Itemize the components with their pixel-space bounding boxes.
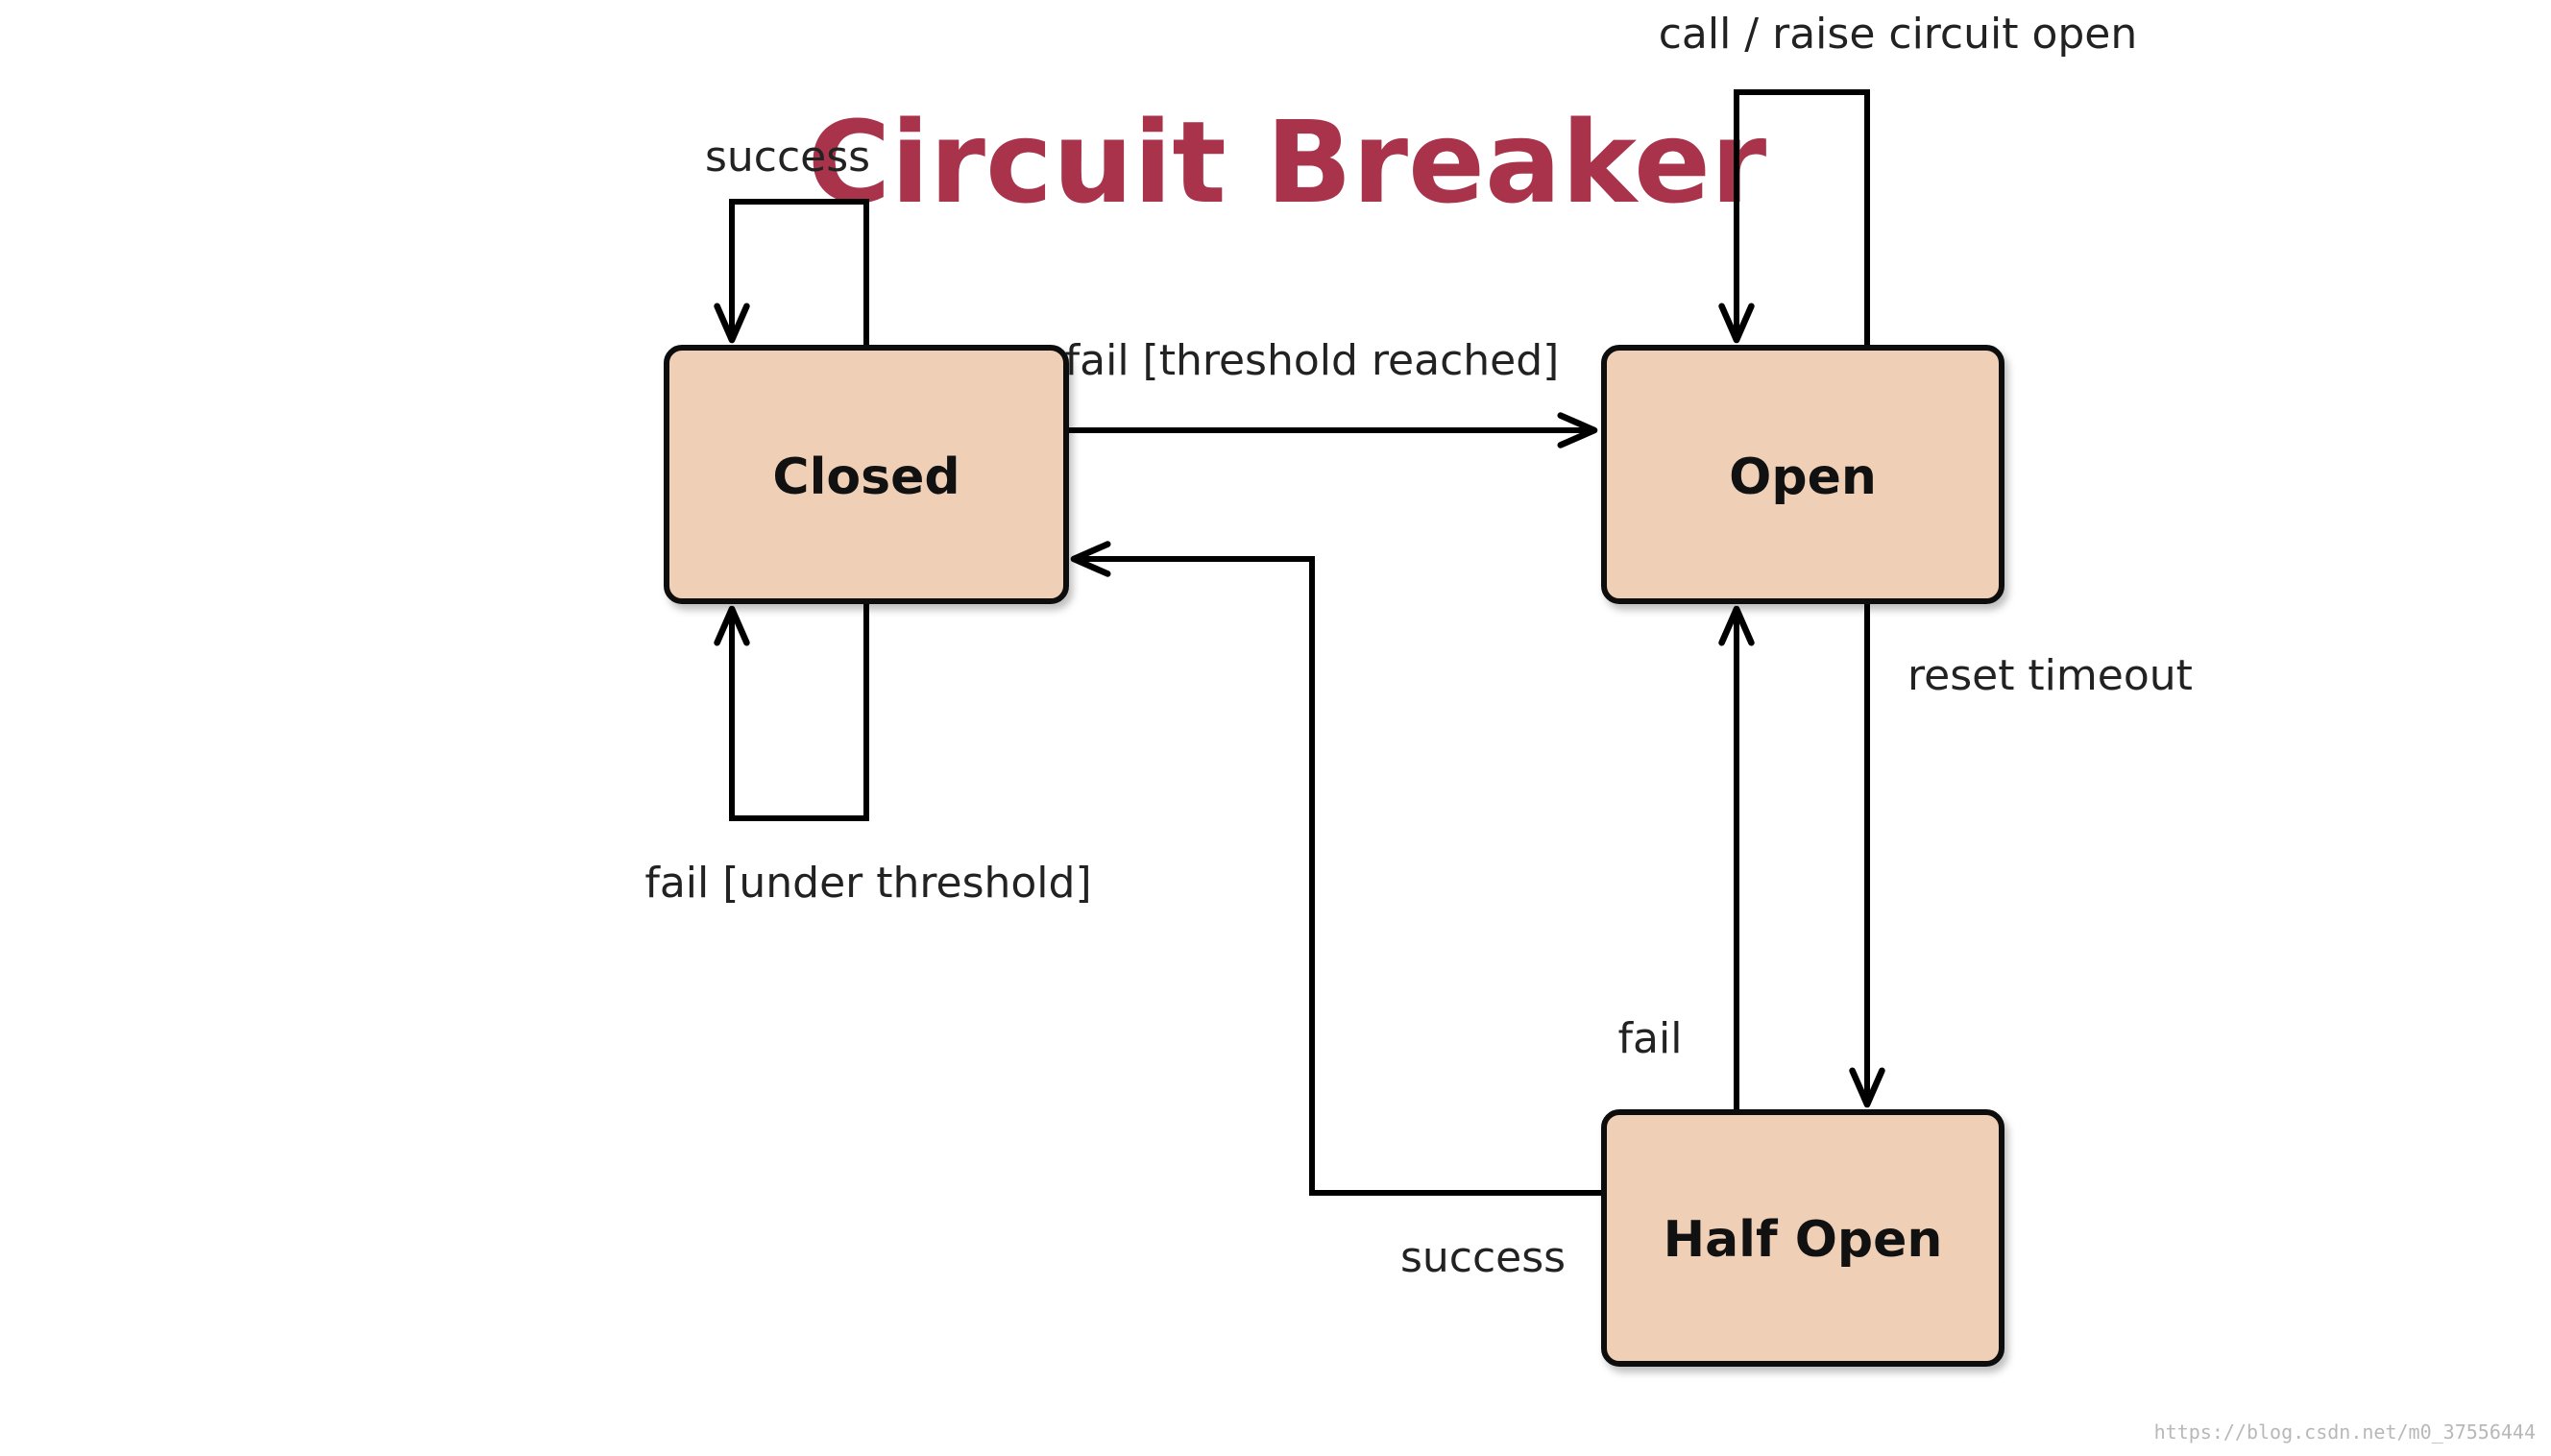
state-closed-box — [664, 345, 1069, 604]
label-closed-to-open: fail [threshold reached] — [1065, 336, 1560, 385]
edge-open-call-loop — [1718, 89, 1870, 346]
state-closed: Closed — [664, 345, 1069, 604]
edge-half-open-to-closed — [1070, 541, 1604, 1196]
state-closed-label: Closed — [772, 449, 960, 506]
edge-closed-fail-under-loop — [714, 603, 869, 821]
state-open-box — [1601, 345, 2004, 604]
edge-closed-success-loop — [714, 199, 869, 346]
label-open-reset-timeout: reset timeout — [1907, 651, 2193, 700]
watermark-url: https://blog.csdn.net/m0_37556444 — [2154, 1420, 2536, 1444]
label-half-open-fail: fail — [1618, 1014, 1683, 1063]
state-open-label: Open — [1729, 449, 1877, 506]
state-half-open: Half Open — [1601, 1109, 2004, 1367]
diagram-title: Circuit Breaker — [808, 96, 1766, 229]
state-half-open-box — [1601, 1109, 2004, 1367]
state-half-open-label: Half Open — [1664, 1211, 1943, 1269]
label-half-open-success: success — [1400, 1233, 1566, 1282]
label-open-call: call / raise circuit open — [1659, 10, 2138, 59]
label-closed-fail-under-threshold: fail [under threshold] — [644, 859, 1091, 908]
label-closed-success: success — [705, 133, 870, 182]
state-open: Open — [1601, 345, 2004, 604]
